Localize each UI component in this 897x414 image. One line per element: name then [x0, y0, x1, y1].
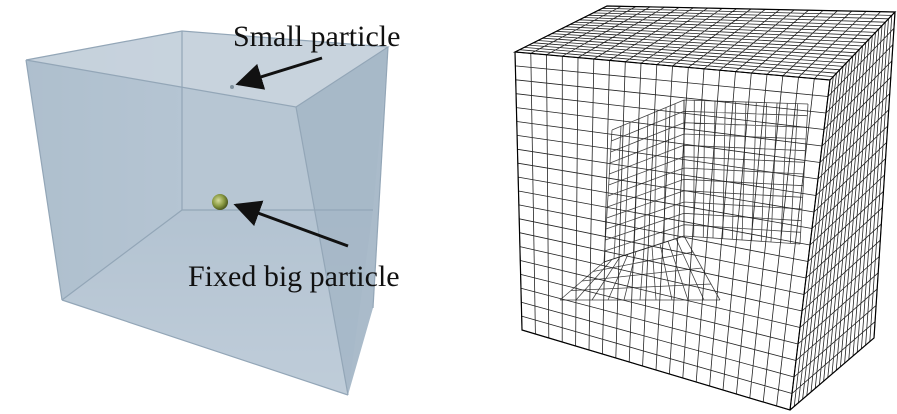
small-particle [230, 85, 234, 89]
left-box [25, 30, 390, 396]
arrow-big-particle [233, 200, 349, 248]
annotations: Small particle Fixed big particle [188, 20, 400, 293]
box-top [26, 31, 388, 107]
mesh-inner-back [683, 99, 809, 245]
mesh-inner-floor-lines [559, 235, 721, 301]
box-right-wall [296, 47, 388, 395]
big-particle [212, 194, 228, 210]
mesh-inner-left-lines [603, 99, 685, 263]
mesh-inner-floor [559, 235, 721, 301]
mesh-inner-left [603, 99, 685, 263]
mesh-outline [512, 5, 897, 411]
label-big-particle: Fixed big particle [188, 260, 400, 293]
arrow-small-particle [235, 56, 323, 90]
label-small-particle: Small particle [233, 20, 400, 53]
mesh-cube [512, 5, 897, 411]
box-front-wall [26, 60, 348, 395]
box-edges [25, 30, 390, 396]
mesh-inner-back-lines [683, 99, 809, 245]
